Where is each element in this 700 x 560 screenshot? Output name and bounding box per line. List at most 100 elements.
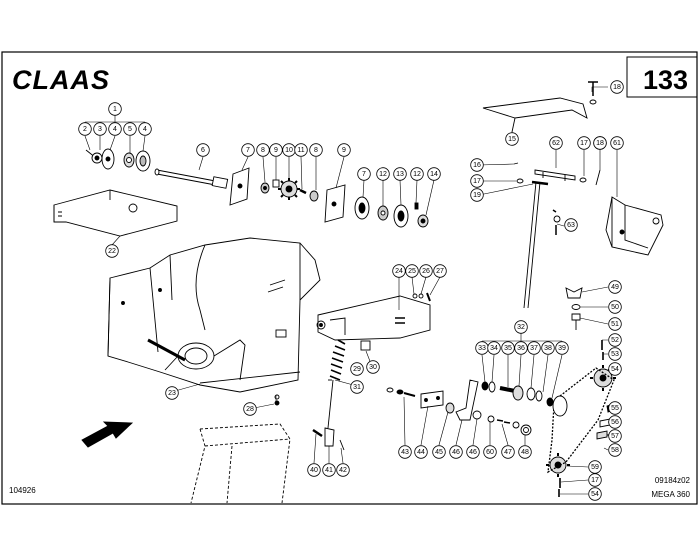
callout-number: 36 [517,345,525,352]
callout-number: 38 [544,345,552,352]
wing-nut-50 [565,287,583,299]
callout-13: 13 [393,167,407,181]
callout-number: 47 [504,449,512,456]
callout-circle [376,167,390,181]
callout-circle [608,280,622,294]
bolt-group-1 [85,148,151,172]
callout-circle [470,174,484,188]
callout-circle [518,445,532,459]
callout-24: 24 [392,264,406,278]
callout-2: 2 [78,122,92,136]
callout-circle [487,341,501,355]
callout-circle [549,136,563,150]
callout-number: 57 [611,433,619,440]
callout-45: 45 [432,445,446,459]
callout-number: 49 [611,284,619,291]
callout-number: 2 [83,126,87,133]
callout-number: 9 [342,147,346,154]
callout-number: 54 [611,366,619,373]
callout-circle [483,445,497,459]
callout-54: 54 [588,487,602,501]
callout-number: 48 [521,449,529,456]
callout-36: 36 [514,341,528,355]
callout-circle [123,122,137,136]
callout-circle [608,362,622,376]
callout-4: 4 [138,122,152,136]
callout-circle [588,487,602,501]
callout-number: 18 [596,140,604,147]
callout-circle [505,132,519,146]
callout-circle [336,463,350,477]
callout-circle [470,158,484,172]
brand-logo: CLAAS [12,65,110,95]
callout-number: 41 [325,467,333,474]
callout-number: 40 [310,467,318,474]
callout-circle [433,264,447,278]
callout-35: 35 [501,341,515,355]
callout-17: 17 [470,174,484,188]
callout-circle [357,167,371,181]
callout-circle [350,362,364,376]
callout-circle [105,244,119,258]
callout-18: 18 [610,80,624,94]
callout-number: 35 [504,345,512,352]
callout-number: 7 [246,147,250,154]
callout-61: 61 [610,136,624,150]
callout-7: 7 [357,167,371,181]
callout-39: 39 [555,341,569,355]
callout-circle [366,360,380,374]
callout-circle [608,401,622,415]
callout-circle [514,320,528,334]
callout-51: 51 [608,317,622,331]
callout-48: 48 [518,445,532,459]
callout-number: 42 [339,467,347,474]
callout-10: 10 [282,143,296,157]
sprocket-60 [546,453,570,477]
callout-34: 34 [487,341,501,355]
callout-circle [610,80,624,94]
callout-15: 15 [505,132,519,146]
callout-38: 38 [541,341,555,355]
callout-8: 8 [256,143,270,157]
callout-1: 1 [108,102,122,116]
callout-46: 46 [449,445,463,459]
sprocket-10 [278,178,300,200]
callout-number: 19 [473,192,481,199]
callout-circle [419,264,433,278]
callout-circle [432,445,446,459]
callout-number: 9 [274,147,278,154]
callout-52: 52 [608,333,622,347]
callout-number: 51 [611,321,619,328]
callout-29: 29 [350,362,364,376]
callout-number: 23 [168,390,176,397]
callout-3: 3 [93,122,107,136]
callout-circle [78,122,92,136]
callout-circle [398,445,412,459]
callout-41: 41 [322,463,336,477]
callout-number: 63 [567,222,575,229]
callout-circle [608,443,622,457]
plate-45 [420,390,444,409]
callout-6: 6 [196,143,210,157]
callout-circle [405,264,419,278]
callout-circle [138,122,152,136]
rod-22 [523,181,541,309]
callout-62: 62 [549,136,563,150]
callout-number: 29 [353,366,361,373]
callout-number: 59 [591,464,599,471]
callout-30: 30 [366,360,380,374]
callout-number: 17 [591,477,599,484]
callout-circle [608,415,622,429]
callout-circle [241,143,255,157]
callout-7: 7 [241,143,255,157]
bracket-25 [317,295,431,341]
callout-number: 62 [552,140,560,147]
callout-circle [527,341,541,355]
callout-circle [337,143,351,157]
frame [1,51,698,505]
callout-57: 57 [608,429,622,443]
callout-56: 56 [608,415,622,429]
callout-number: 61 [613,140,621,147]
callout-31: 31 [350,380,364,394]
